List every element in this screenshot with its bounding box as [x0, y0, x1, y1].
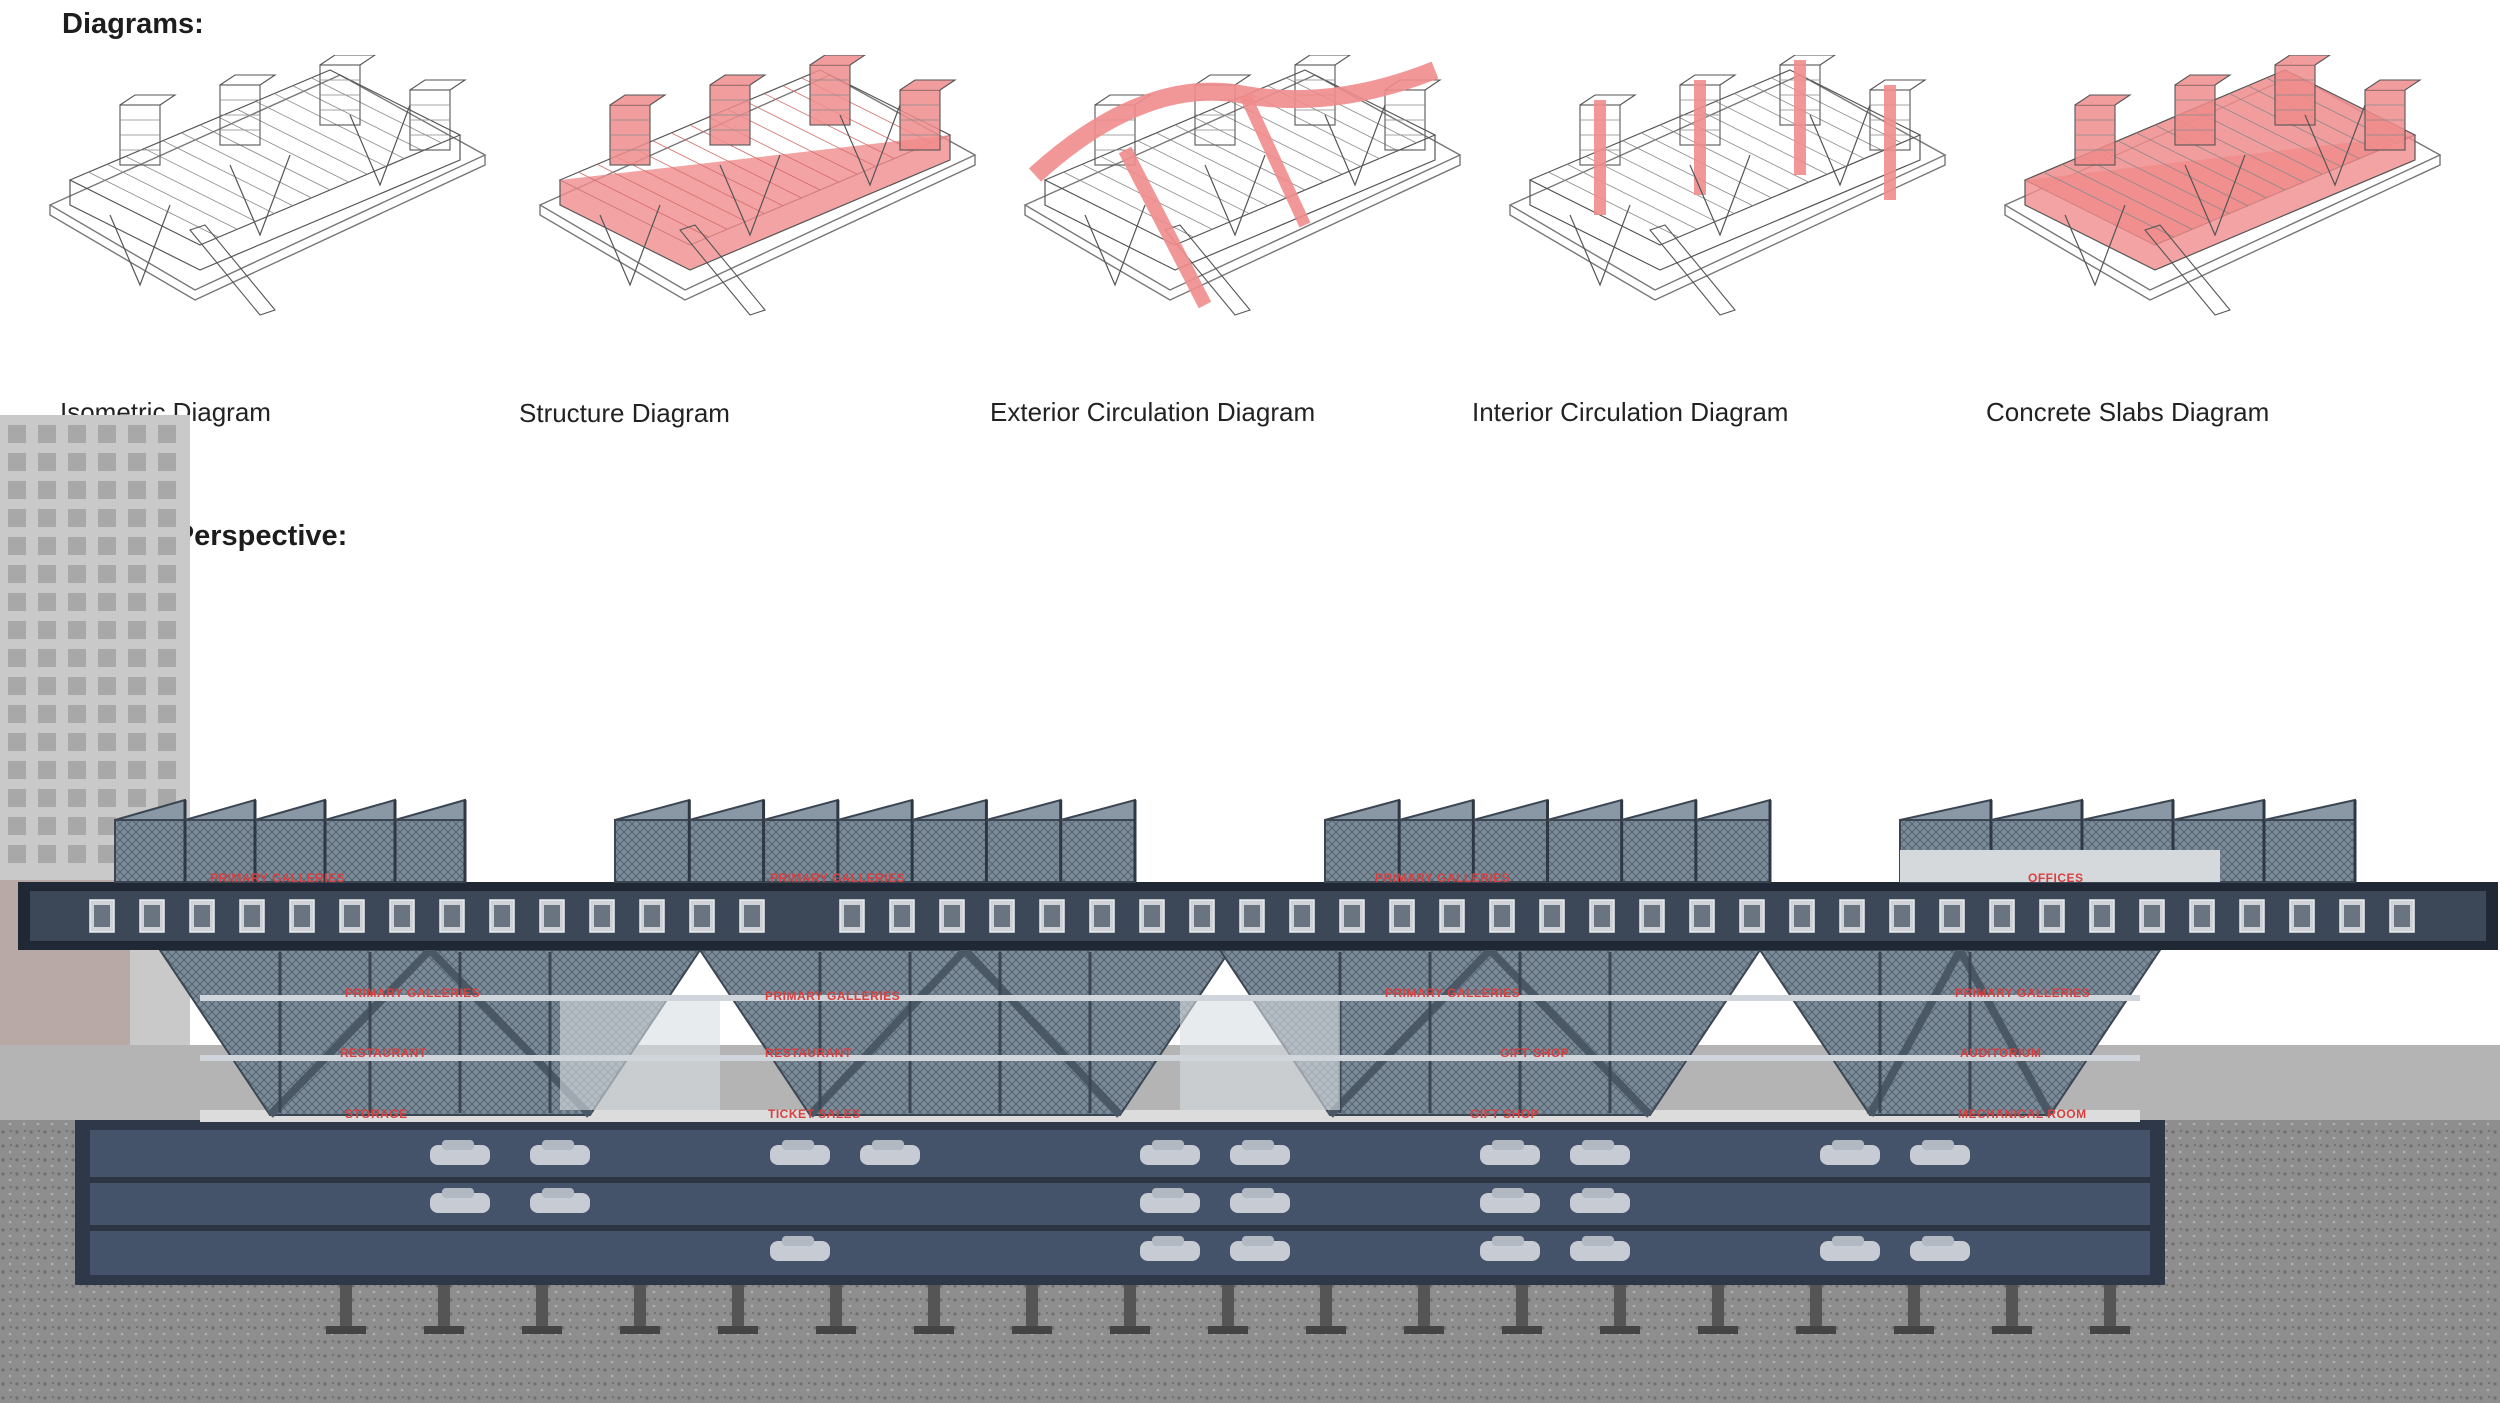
room-label-primary-galleries: PRIMARY GALLERIES: [1375, 871, 1510, 885]
parking-garage: [75, 1120, 2165, 1334]
room-labels: PRIMARY GALLERIES PRIMARY GALLERIES PRIM…: [210, 871, 2090, 1121]
museum-building: [18, 798, 2498, 1122]
concrete-slabs-caption: Concrete Slabs Diagram: [1986, 397, 2270, 427]
room-label-ticket-sales: TICKET SALES: [768, 1107, 861, 1121]
structure-diagram: [520, 55, 990, 395]
interior-circulation-diagram: [1490, 55, 1960, 395]
room-label-restaurant: RESTAURANT: [340, 1046, 427, 1060]
exterior-circulation-diagram: [1005, 55, 1475, 395]
room-label-primary-galleries: PRIMARY GALLERIES: [1385, 986, 1520, 1000]
room-label-gift-shop: GIFT SHOP: [1470, 1107, 1539, 1121]
room-label-primary-galleries: PRIMARY GALLERIES: [770, 871, 905, 885]
room-label-primary-galleries: PRIMARY GALLERIES: [1955, 986, 2090, 1000]
structure-caption: Structure Diagram: [519, 398, 730, 428]
room-label-primary-galleries: PRIMARY GALLERIES: [345, 986, 480, 1000]
room-label-restaurant: RESTAURANT: [765, 1046, 852, 1060]
room-label-mechanical-room: MECHANICAL ROOM: [1958, 1107, 2087, 1121]
exterior-circulation-caption: Exterior Circulation Diagram: [990, 397, 1316, 427]
room-label-offices: OFFICES: [2028, 871, 2084, 885]
concrete-slabs-diagram: [1985, 55, 2455, 395]
room-label-auditorium: AUDITORIUM: [1960, 1046, 2041, 1060]
section-perspective-drawing: PRIMARY GALLERIES PRIMARY GALLERIES PRIM…: [0, 415, 2500, 1403]
room-label-primary-galleries: PRIMARY GALLERIES: [210, 871, 345, 885]
isometric-diagram: [30, 55, 500, 395]
interior-circulation-caption: Interior Circulation Diagram: [1472, 397, 1789, 427]
room-label-storage: STORAGE: [345, 1107, 408, 1121]
room-label-gift-shop: GIFT SHOP: [1500, 1046, 1569, 1060]
diagrams-heading: Diagrams:: [62, 8, 204, 40]
room-label-primary-galleries: PRIMARY GALLERIES: [765, 989, 900, 1003]
